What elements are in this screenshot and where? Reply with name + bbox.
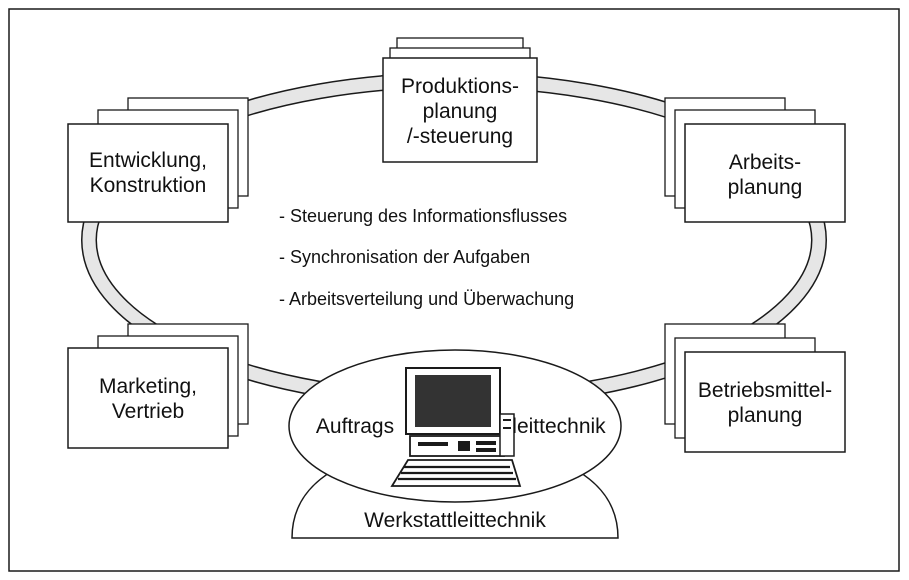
function-item: - Arbeitsverteilung und Überwachung [279,289,575,309]
marketing-stack [67,323,249,449]
workshop-control-label: Werkstattleittechnik [364,509,546,532]
equipment-planning-stack [664,323,846,453]
computer-workstation-icon [390,367,522,487]
development-stack [67,97,249,223]
development-label: Entwicklung, Konstruktion [89,149,207,197]
order-label-right: leittechnik [512,415,606,438]
marketing-label: Marketing, Vertrieb [98,375,198,423]
function-item: - Synchronisation der Aufgaben [279,247,531,267]
function-item: - Steuerung des Informationsflusses [279,206,568,226]
production-planning-label: Produktions- planung /-steuerung [401,75,519,148]
work-planning-label: Arbeits- planung [727,151,803,199]
order-label-left: Auftrags [315,415,395,438]
production-planning-stack [382,37,538,163]
work-planning-stack [664,97,846,223]
equipment-planning-label: Betriebsmittel- planung [697,379,833,427]
